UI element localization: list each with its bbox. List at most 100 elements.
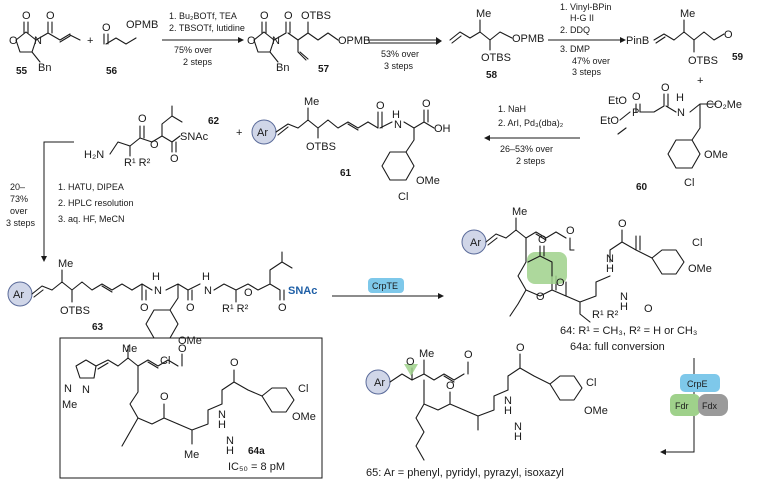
atom-h: H [620, 301, 628, 313]
yield-step3-2: 3 steps [572, 67, 602, 77]
atom-n: N [606, 253, 614, 265]
atom-ar: Ar [470, 237, 481, 249]
atom-me: Me [62, 399, 77, 411]
atom-o: O [170, 153, 179, 165]
compound-label-57: 57 [318, 64, 330, 75]
atom-o: O [178, 343, 187, 355]
condition-step1-1: 1. Bu₂BOTf, TEA [169, 11, 237, 21]
atom-o: O [160, 391, 169, 403]
atom-o: O [278, 302, 287, 314]
atom-o: O [9, 35, 18, 47]
compound-58 [449, 19, 513, 51]
atom-ome: OMe [584, 405, 608, 417]
yield-step1-1: 75% over [174, 45, 212, 55]
atom-h: H [606, 263, 614, 275]
atom-h: H [152, 271, 160, 283]
arrow-head [484, 135, 490, 141]
compound-label-55: 55 [16, 66, 28, 77]
atom-o: O [150, 139, 159, 151]
atom-o: O [644, 303, 653, 315]
enzyme-box-crpe [680, 374, 720, 392]
atom-o: O [376, 100, 385, 112]
note-64: 64: R¹ = CH₃, R² = H or CH₃ [560, 325, 697, 337]
atom-h: H [676, 92, 684, 104]
yield-step2-2: 3 steps [384, 61, 414, 71]
condition-step3-2: H-G II [570, 13, 594, 23]
atom-ar: Ar [374, 377, 385, 389]
atom-o: O [247, 35, 256, 47]
atom-otbs: OTBS [481, 52, 511, 64]
atom-oh: OH [434, 123, 451, 135]
condition-step5-1: 1. HATU, DIPEA [58, 182, 124, 192]
compound-61 [251, 107, 435, 181]
atom-me: Me [122, 343, 137, 355]
compound-label-56: 56 [106, 66, 118, 77]
condition-step3-4: 3. DMP [560, 44, 590, 54]
compound-62 [109, 105, 183, 157]
compound-label-60: 60 [636, 182, 648, 193]
atom-o: O [138, 113, 147, 125]
atom-n: N [82, 384, 90, 396]
condition-step3-3: 2. DDQ [560, 25, 590, 35]
condition-step3-1: 1. Vinyl-BPin [560, 2, 611, 12]
atom-o: O [230, 357, 239, 369]
atom-ar: Ar [257, 127, 268, 139]
atom-cl: Cl [684, 177, 694, 189]
atom-cl: Cl [398, 191, 408, 203]
atom-o: O [140, 302, 149, 314]
plus-sign: + [87, 35, 93, 47]
atom-n: N [34, 35, 42, 47]
atom-ome: OMe [416, 175, 440, 187]
atom-opmb: OPMB [338, 35, 370, 47]
compound-64a [75, 345, 295, 447]
atom-o: O [724, 29, 733, 41]
atom-ome: OMe [704, 149, 728, 161]
atom-pinb: PinB [626, 35, 649, 47]
compound-label-63: 63 [92, 322, 104, 333]
yield-step3-1: 47% over [572, 56, 610, 66]
atom-n: N [226, 435, 234, 447]
atom-me: Me [476, 8, 491, 20]
atom-cl: Cl [298, 383, 308, 395]
condition-step1-2: 2. TBSOTf, lutidine [169, 23, 245, 33]
atom-h2n: H₂N [84, 149, 104, 161]
atom-otbs: OTBS [60, 305, 90, 317]
atom-o: O [661, 82, 670, 94]
arrow-head [438, 293, 444, 299]
atom-o: O [556, 277, 565, 289]
atom-otbs: OTBS [306, 141, 336, 153]
enzyme-crpe: CrpE [687, 379, 708, 389]
atom-eto: EtO [608, 95, 627, 107]
compound-57 [253, 21, 339, 63]
atom-o: O [632, 91, 641, 103]
atom-o: O [422, 98, 431, 110]
box-64a [59, 337, 323, 479]
yield-step5-1: 20– [10, 182, 25, 192]
condition-step4-2: 2. ArI, Pd₃(dba)₂ [498, 118, 564, 128]
atom-p: P [632, 107, 639, 119]
atom-me: Me [419, 348, 434, 360]
atom-h: H [218, 419, 226, 431]
enzyme-fdx: Fdx [702, 401, 718, 411]
atom-bn: Bn [38, 62, 51, 74]
atom-o: O [186, 302, 195, 314]
compound-label-61: 61 [340, 168, 352, 179]
yield-step2-1: 53% over [381, 49, 419, 59]
atom-co2me: CO₂Me [706, 99, 742, 111]
enzyme-box-crpte [368, 278, 404, 293]
atom-n: N [154, 285, 162, 297]
atom-r1r2: R¹ R² [222, 303, 249, 315]
yield-step5-4: 3 steps [6, 218, 36, 228]
compound-55 [15, 21, 81, 63]
atom-me: Me [304, 96, 319, 108]
atom-n: N [620, 291, 628, 303]
atom-n: N [204, 285, 212, 297]
atom-opmb: OPMB [126, 19, 158, 31]
atom-opmb: OPMB [512, 33, 544, 45]
compound-60 [617, 93, 717, 169]
condition-step4-1: 1. NaH [498, 104, 526, 114]
compound-label-64a: 64a [248, 446, 265, 457]
enzyme-fdr: Fdr [675, 401, 689, 411]
atom-o: O [566, 225, 575, 237]
